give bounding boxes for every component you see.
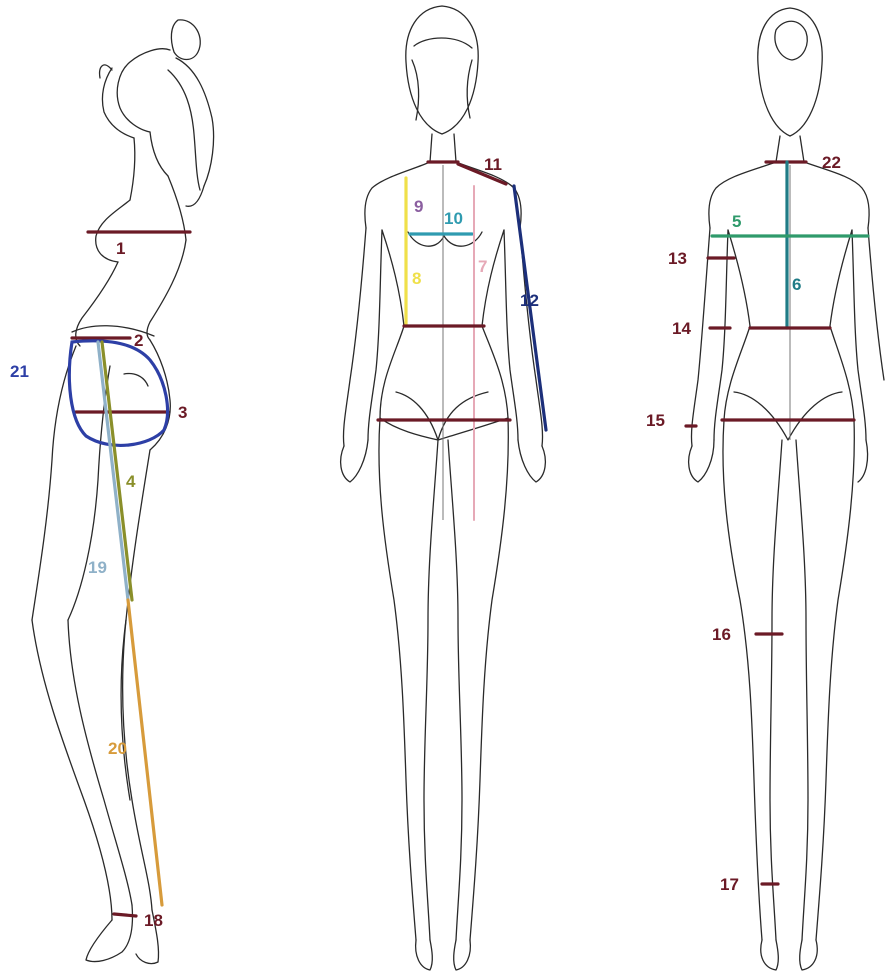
label-16: 16 bbox=[712, 625, 731, 644]
line-21 bbox=[69, 341, 167, 446]
measurement-lines bbox=[69, 162, 868, 916]
label-15: 15 bbox=[646, 411, 665, 430]
label-4: 4 bbox=[126, 472, 136, 491]
label-17: 17 bbox=[720, 875, 739, 894]
front-view-figure bbox=[341, 6, 546, 970]
label-18: 18 bbox=[144, 911, 163, 930]
label-11: 11 bbox=[484, 155, 502, 174]
label-22: 22 bbox=[822, 153, 841, 172]
label-2: 2 bbox=[134, 331, 143, 350]
label-8: 8 bbox=[412, 269, 421, 288]
back-view-figure bbox=[689, 8, 884, 970]
label-10: 10 bbox=[444, 209, 463, 228]
line-18 bbox=[114, 914, 136, 916]
label-19: 19 bbox=[88, 558, 107, 577]
line-20 bbox=[128, 600, 162, 905]
label-3: 3 bbox=[178, 403, 187, 422]
label-7: 7 bbox=[478, 257, 487, 276]
label-5: 5 bbox=[732, 212, 741, 231]
label-1: 1 bbox=[116, 239, 125, 258]
label-20: 20 bbox=[108, 739, 127, 758]
label-9: 9 bbox=[414, 197, 423, 216]
label-21: 21 bbox=[10, 362, 29, 381]
side-view-figure bbox=[32, 20, 214, 964]
label-12: 12 bbox=[520, 291, 539, 310]
label-6: 6 bbox=[792, 275, 801, 294]
label-13: 13 bbox=[668, 249, 687, 268]
label-14: 14 bbox=[672, 319, 691, 338]
